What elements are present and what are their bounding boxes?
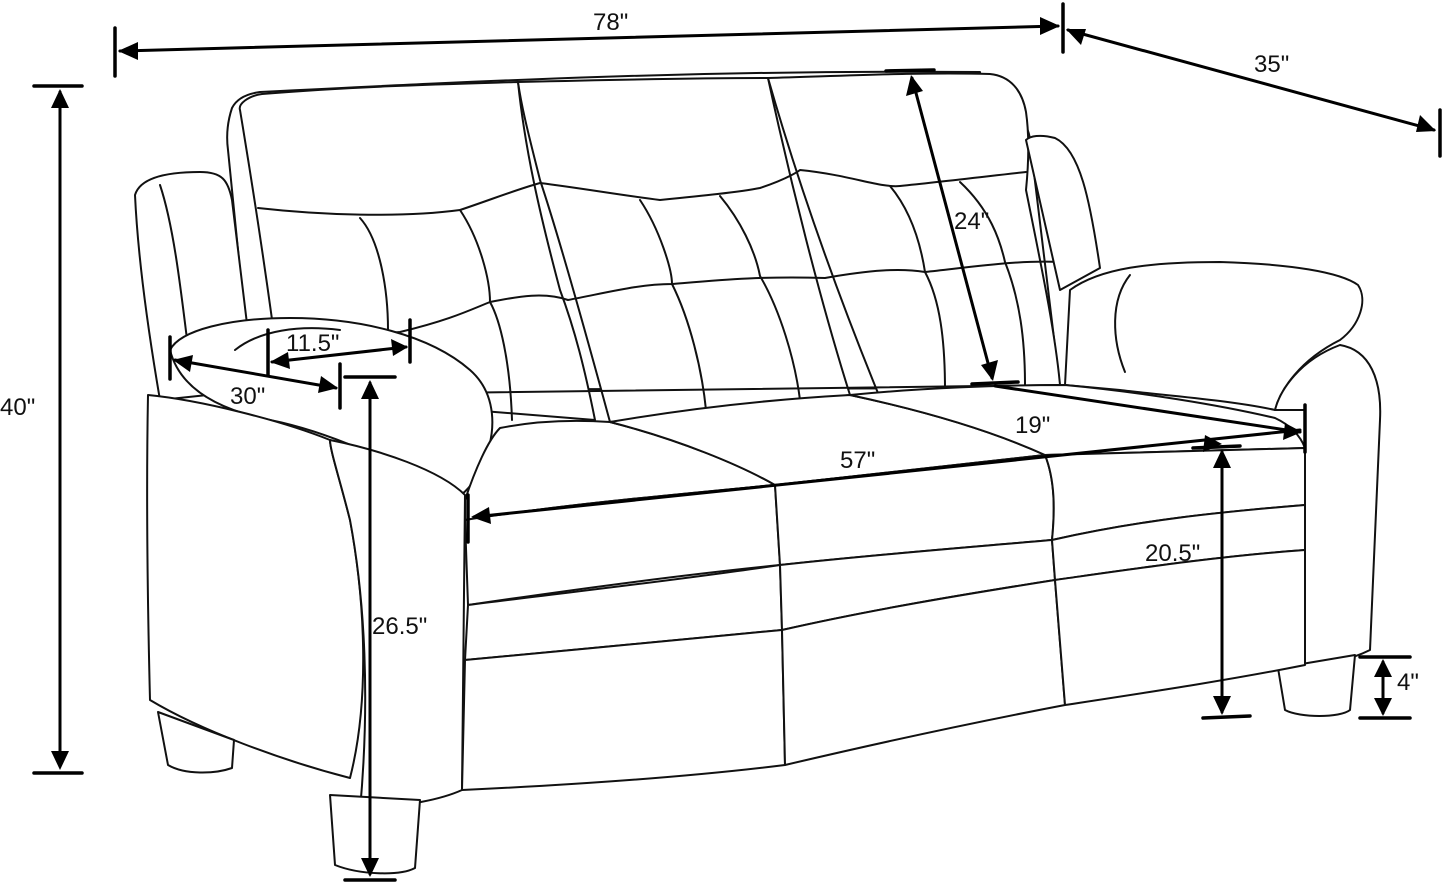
left-arm-front xyxy=(146,394,365,779)
skirt-right xyxy=(1054,549,1306,706)
middle-back-cushion xyxy=(517,77,851,423)
arm-width-label: 11.5" xyxy=(286,330,339,357)
right-arm-back-roll xyxy=(1025,134,1101,291)
tufting-row-2 xyxy=(269,260,1061,335)
tufting-col-e xyxy=(889,185,946,391)
tufting-col-b xyxy=(459,209,513,421)
width-label: 78" xyxy=(593,9,628,36)
tufting-col-f xyxy=(959,181,1026,386)
dimension-lines xyxy=(32,2,1442,882)
seat-depth-label: 19" xyxy=(1015,412,1050,439)
tufting-col-c xyxy=(639,199,707,411)
seat-height-label: 20.5" xyxy=(1145,540,1200,567)
seat-cushion-right xyxy=(849,384,1306,456)
left-front-leg xyxy=(329,794,421,875)
right-back-cushion xyxy=(767,72,1061,399)
seat-width-label: 57" xyxy=(840,447,875,474)
sofa-outline xyxy=(134,70,1382,875)
height-label: 40" xyxy=(0,394,35,421)
leg-height-label: 4" xyxy=(1397,669,1419,696)
arm-length-label: 30" xyxy=(230,383,265,410)
left-arm-pillow-seam xyxy=(234,327,341,351)
tufting-row-1 xyxy=(257,169,1027,216)
tufting-col-a xyxy=(359,217,389,331)
depth-label: 35" xyxy=(1254,51,1289,78)
tufting-col-d xyxy=(719,195,801,401)
right-arm-top xyxy=(1064,261,1364,411)
dimension-labels: 78" 35" 40" 11.5" 30" 26.5" 24" 19" 57" … xyxy=(0,9,1419,696)
back-height-label: 24" xyxy=(954,208,989,235)
right-front-leg xyxy=(1277,654,1356,717)
arm-height-label: 26.5" xyxy=(372,613,427,640)
right-arm-top-seam xyxy=(1114,274,1131,373)
left-back-leg xyxy=(157,711,235,774)
